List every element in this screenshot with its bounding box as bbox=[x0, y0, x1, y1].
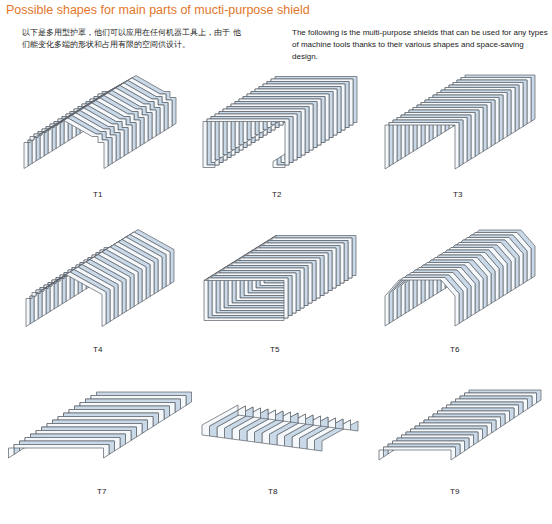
intro-chinese: 以下是多用型护罩，他们可以应用在任何机器工具上，由于 他们能变化多端的形状和占用… bbox=[22, 27, 244, 51]
bellows-pleat bbox=[26, 272, 106, 327]
bellows-pleat bbox=[379, 447, 456, 460]
page-title: Possible shapes for main parts of mucti-… bbox=[6, 3, 310, 17]
bellows-pleat bbox=[30, 270, 110, 325]
bellows-shield bbox=[9, 392, 192, 458]
bellows-shield bbox=[26, 230, 174, 327]
bellows-pleat bbox=[203, 119, 289, 168]
shape-code: T3 bbox=[453, 190, 462, 199]
shape-code: T9 bbox=[450, 487, 459, 496]
bellows-pleat bbox=[24, 118, 108, 169]
bellows-pleat bbox=[389, 275, 463, 324]
shape-code: T2 bbox=[272, 190, 281, 199]
shape-code: T1 bbox=[93, 190, 102, 199]
shape-code: T7 bbox=[97, 487, 106, 496]
bellows-shield bbox=[203, 77, 357, 168]
bellows-shield bbox=[385, 230, 535, 326]
bellows-pleat bbox=[385, 123, 459, 170]
intro-english: The following is the multi-purpose shiel… bbox=[292, 27, 548, 63]
shape-code: T5 bbox=[270, 345, 279, 354]
bellows-pleat bbox=[207, 117, 293, 166]
bellows-pleat bbox=[385, 278, 459, 327]
bellows-shield bbox=[385, 75, 535, 169]
bellows-shield bbox=[24, 76, 176, 169]
bellows-pleat bbox=[202, 405, 246, 436]
shape-code: T8 bbox=[268, 487, 277, 496]
bellows-pleat bbox=[204, 278, 288, 321]
bellows-pleat bbox=[208, 276, 292, 319]
shape-code: T4 bbox=[93, 345, 102, 354]
bellows-shield bbox=[204, 236, 356, 321]
shape-code: T6 bbox=[450, 345, 459, 354]
bellows-pleat bbox=[384, 444, 461, 457]
bellows-shield bbox=[202, 405, 358, 451]
bellows-pleat bbox=[9, 445, 110, 459]
bellows-pleat bbox=[389, 120, 463, 167]
bellows-shield bbox=[379, 390, 541, 460]
